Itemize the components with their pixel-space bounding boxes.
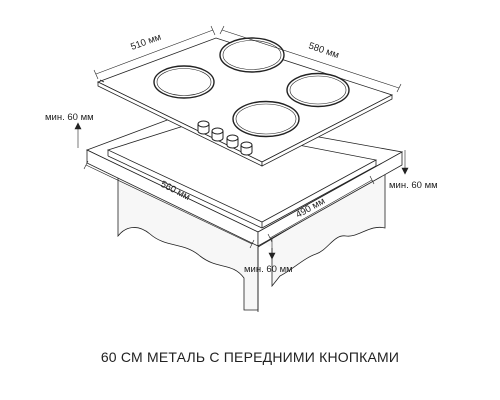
- control-knobs: [197, 120, 253, 156]
- dim-label-min-left: мин. 60 мм: [45, 112, 94, 123]
- knob-2: [211, 127, 224, 142]
- burners: [153, 37, 350, 138]
- dimension-lines: [74, 25, 409, 260]
- knob-4: [240, 141, 253, 156]
- countertop: [85, 112, 404, 247]
- knob-3: [226, 134, 239, 149]
- burner-back-left: [219, 37, 285, 73]
- dim-label-min-front: мин. 60 мм: [244, 264, 293, 275]
- knob-1: [197, 120, 210, 135]
- burner-back-right: [286, 72, 350, 108]
- caption: 60 СМ МЕТАЛЬ С ПЕРЕДНИМИ КНОПКАМИ: [100, 349, 400, 365]
- burner-front-right: [232, 100, 300, 138]
- dim-label-510: 510 мм: [129, 32, 162, 53]
- dim-label-580: 580 мм: [307, 40, 340, 61]
- dim-label-min-right: мин. 60 мм: [389, 180, 438, 191]
- burner-front-left: [153, 65, 215, 99]
